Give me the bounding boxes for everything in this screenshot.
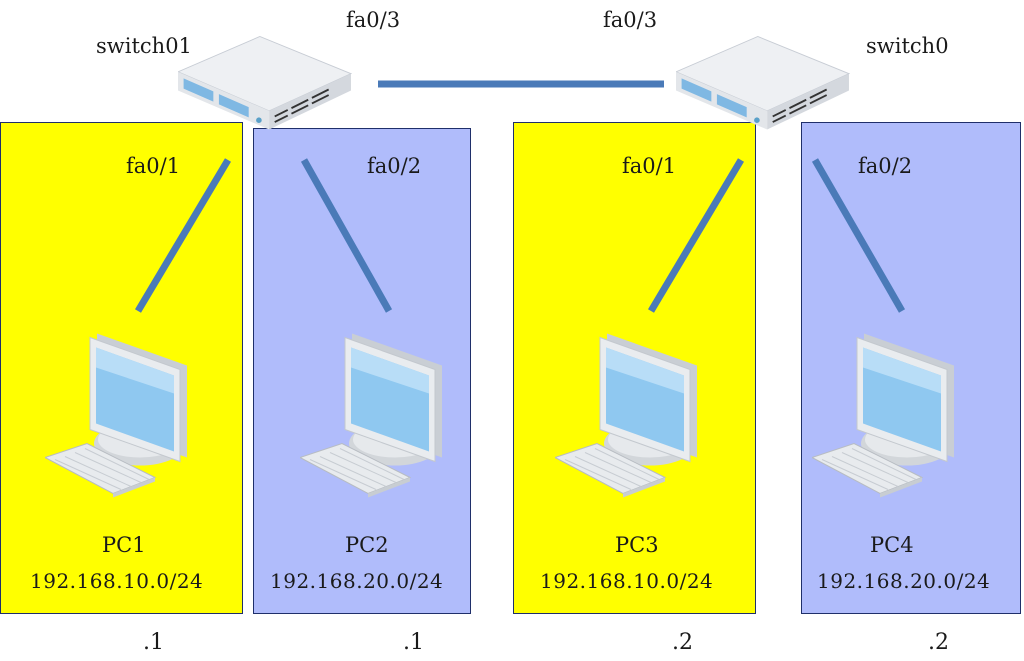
pc3-network: 192.168.10.0/24 xyxy=(540,569,714,593)
switch0-name: switch0 xyxy=(866,34,949,58)
pc4-network: 192.168.20.0/24 xyxy=(817,569,991,593)
pc1-icon xyxy=(45,332,188,499)
link-pc2 xyxy=(300,158,393,313)
pc1-name: PC1 xyxy=(102,533,146,557)
switch0-uplink-port: fa0/3 xyxy=(603,8,658,32)
pc3-port-label: fa0/1 xyxy=(622,154,677,178)
switch0-icon xyxy=(676,35,851,131)
pc1-host-suffix: .1 xyxy=(143,630,164,655)
switch01-uplink-port: fa0/3 xyxy=(346,8,401,32)
pc4-host-suffix: .2 xyxy=(928,630,949,655)
pc3-host-suffix: .2 xyxy=(672,630,693,655)
pc2-port-label: fa0/2 xyxy=(367,154,422,178)
link-pc4 xyxy=(811,158,906,313)
link-pc3 xyxy=(647,158,745,313)
switch01-icon xyxy=(178,35,353,131)
pc4-name: PC4 xyxy=(870,533,914,557)
pc1-port-label: fa0/1 xyxy=(126,154,181,178)
pc2-icon xyxy=(300,332,443,499)
pc4-port-label: fa0/2 xyxy=(858,154,913,178)
pc2-host-suffix: .1 xyxy=(403,630,424,655)
pc3-icon xyxy=(555,332,698,499)
switch01-name: switch01 xyxy=(96,34,192,58)
link-pc1 xyxy=(134,158,232,313)
pc2-network: 192.168.20.0/24 xyxy=(270,569,444,593)
pc2-name: PC2 xyxy=(345,533,389,557)
pc3-name: PC3 xyxy=(615,533,659,557)
pc4-icon xyxy=(812,332,955,499)
pc1-network: 192.168.10.0/24 xyxy=(30,569,204,593)
